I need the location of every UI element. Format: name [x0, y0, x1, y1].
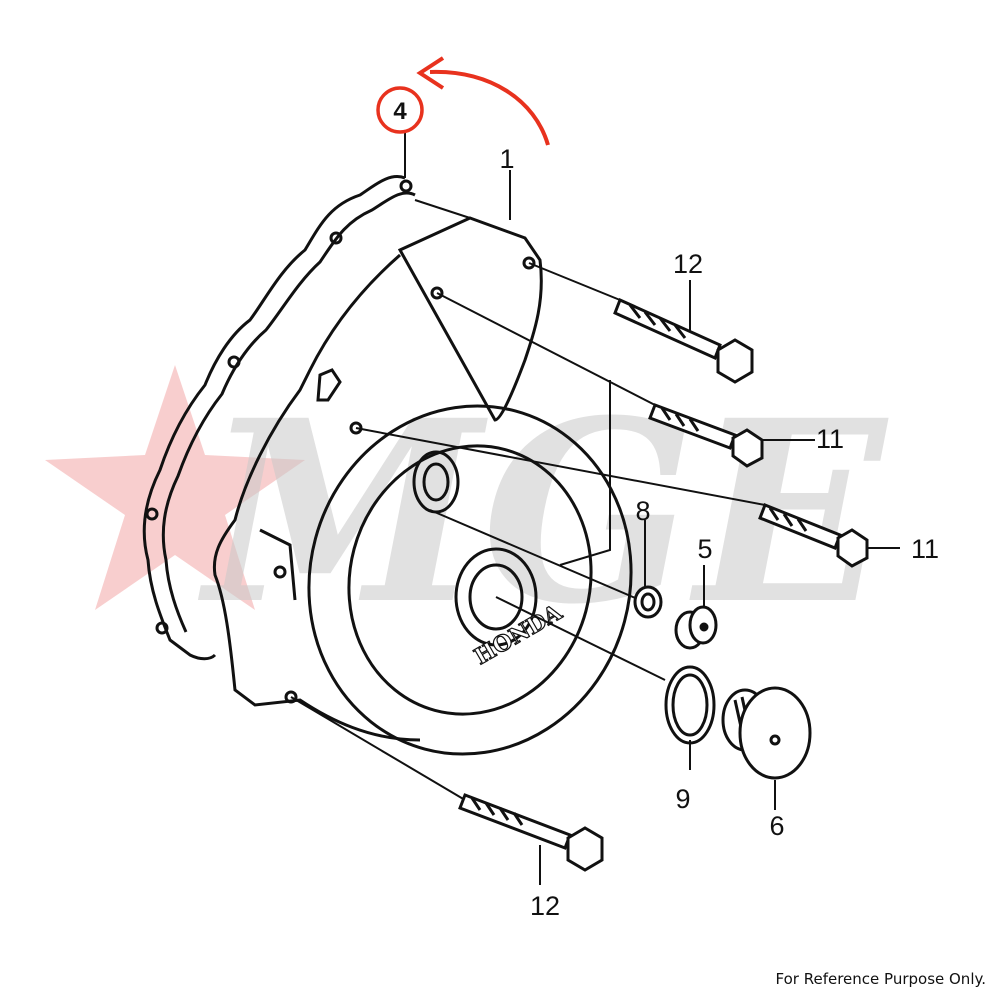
highlight-arrow-icon	[429, 69, 550, 146]
gasket-outline	[142, 175, 416, 661]
cap-6	[721, 686, 812, 780]
left-crankcase-cover	[212, 216, 633, 756]
bolt-12-lower	[458, 793, 604, 872]
watermark-star-icon	[45, 365, 305, 610]
bolt-12-upper	[613, 297, 754, 384]
callout-5: 5	[697, 534, 712, 564]
callout-1: 1	[499, 144, 514, 174]
highlight-marker	[376, 56, 550, 146]
bolt-11-lower	[758, 503, 869, 568]
callout-12-lower: 12	[530, 891, 560, 921]
bolt-11-middle	[648, 403, 764, 468]
arrowhead-icon	[416, 56, 445, 90]
watermark: MGE	[45, 365, 889, 659]
callout-8: 8	[635, 496, 650, 526]
callout-12-upper: 12	[673, 249, 703, 279]
highlight-circle	[376, 86, 424, 134]
callout-4: 4	[393, 98, 407, 125]
plug-5	[674, 605, 718, 650]
reference-note: For Reference Purpose Only.	[775, 970, 986, 988]
leader-lines	[290, 130, 900, 885]
callout-labels: 4 1 12 11 11 8 5 9 6 12	[393, 98, 939, 921]
callout-6: 6	[769, 811, 784, 841]
callout-11-middle: 11	[816, 424, 844, 454]
callout-11-lower: 11	[911, 534, 939, 564]
washer-8	[633, 585, 663, 619]
o-ring-9	[664, 665, 716, 745]
callout-9: 9	[675, 784, 690, 814]
